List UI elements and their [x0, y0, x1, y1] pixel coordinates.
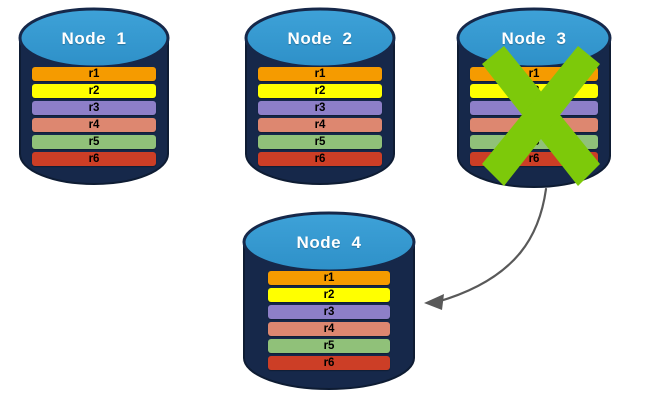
- node-2-row-r3: r3: [258, 101, 382, 115]
- node-1-row-r5: r5: [32, 135, 156, 149]
- node-2-rows: r1 r2 r3 r4 r5 r6: [244, 67, 396, 166]
- node-4-rows: r1 r2 r3 r4 r5 r6: [242, 271, 416, 370]
- node-2-row-r1: r1: [258, 67, 382, 81]
- node-4-row-r5: r5: [268, 339, 390, 353]
- arrow-head-icon: [424, 294, 444, 310]
- node-1-rows: r1 r2 r3 r4 r5 r6: [18, 67, 170, 166]
- node-1-row-r4: r4: [32, 118, 156, 132]
- node-2-row-r5: r5: [258, 135, 382, 149]
- node-4-row-r1: r1: [268, 271, 390, 285]
- node-4-row-r2: r2: [268, 288, 390, 302]
- node-2[interactable]: Node 2 r1 r2 r3 r4 r5 r6: [244, 6, 396, 186]
- node-1-row-r3: r3: [32, 101, 156, 115]
- node-4-row-r4: r4: [268, 322, 390, 336]
- node-2-row-r2: r2: [258, 84, 382, 98]
- node-1-row-r6: r6: [32, 152, 156, 166]
- node-1-row-r2: r2: [32, 84, 156, 98]
- node-4[interactable]: Node 4 r1 r2 r3 r4 r5 r6: [242, 210, 416, 392]
- node-4-row-r3: r3: [268, 305, 390, 319]
- node-1[interactable]: Node 1 r1 r2 r3 r4 r5 r6: [18, 6, 170, 186]
- node-1-row-r1: r1: [32, 67, 156, 81]
- node-4-row-r6: r6: [268, 356, 390, 370]
- node-2-row-r6: r6: [258, 152, 382, 166]
- node-2-row-r4: r4: [258, 118, 382, 132]
